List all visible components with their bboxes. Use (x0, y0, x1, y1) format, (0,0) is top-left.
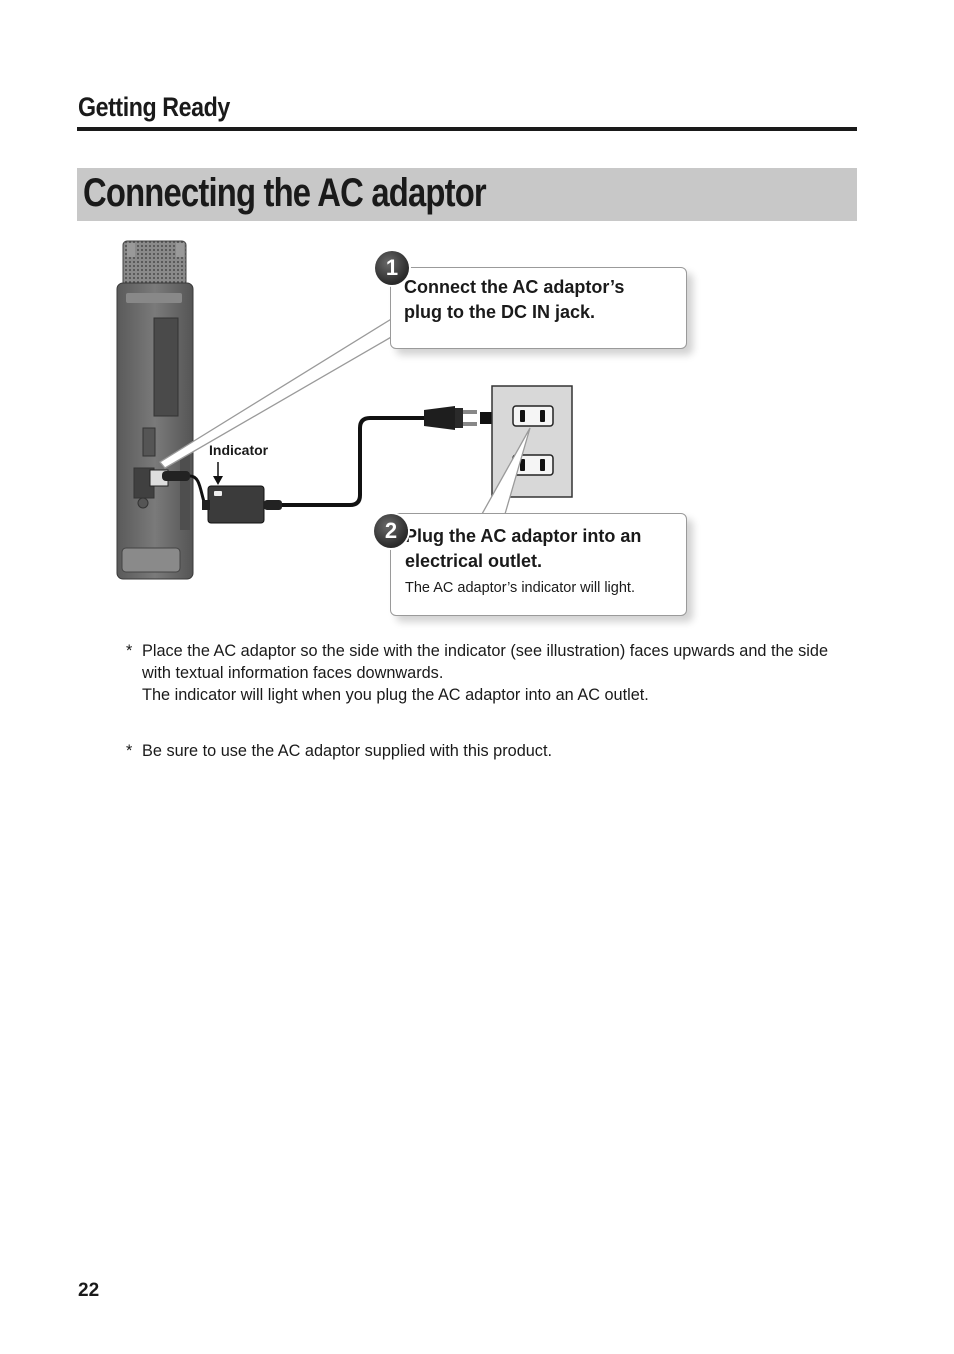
note-2-star: * (126, 742, 133, 760)
step1-line1: Connect the AC adaptor’s (404, 277, 625, 297)
note-2-line1: Be sure to use the AC adaptor supplied w… (142, 742, 552, 760)
note-1-line1: Place the AC adaptor so the side with th… (142, 642, 829, 660)
note-1-star: * (126, 642, 133, 660)
ac-plug (424, 406, 477, 430)
note-1-line3: The indicator will light when you plug t… (142, 686, 649, 704)
note-1-line2: with textual information faces downwards… (142, 664, 444, 682)
recorder-device (116, 240, 194, 580)
indicator-label: Indicator (209, 442, 269, 458)
section-title: Getting Ready (78, 92, 230, 122)
step1-line2: plug to the DC IN jack. (404, 302, 596, 322)
title-band (77, 168, 857, 221)
step2-subtext: The AC adaptor’s indicator will light. (405, 580, 635, 596)
note-1: * Place the AC adaptor so the side with … (126, 640, 866, 706)
ac-adaptor-box (202, 485, 265, 524)
step1-number-badge: 1 (375, 251, 409, 285)
step2-number-badge: 2 (374, 514, 408, 548)
step2-line2: electrical outlet. (405, 551, 543, 571)
section-rule (77, 127, 857, 131)
step2-callout (390, 513, 687, 616)
page-number: 22 (78, 1280, 100, 1301)
page-title: Connecting the AC adaptor (83, 171, 487, 215)
step2-line1: Plug the AC adaptor into an (405, 526, 642, 546)
step1-callout (390, 267, 687, 349)
note-2: * Be sure to use the AC adaptor supplied… (126, 740, 866, 762)
